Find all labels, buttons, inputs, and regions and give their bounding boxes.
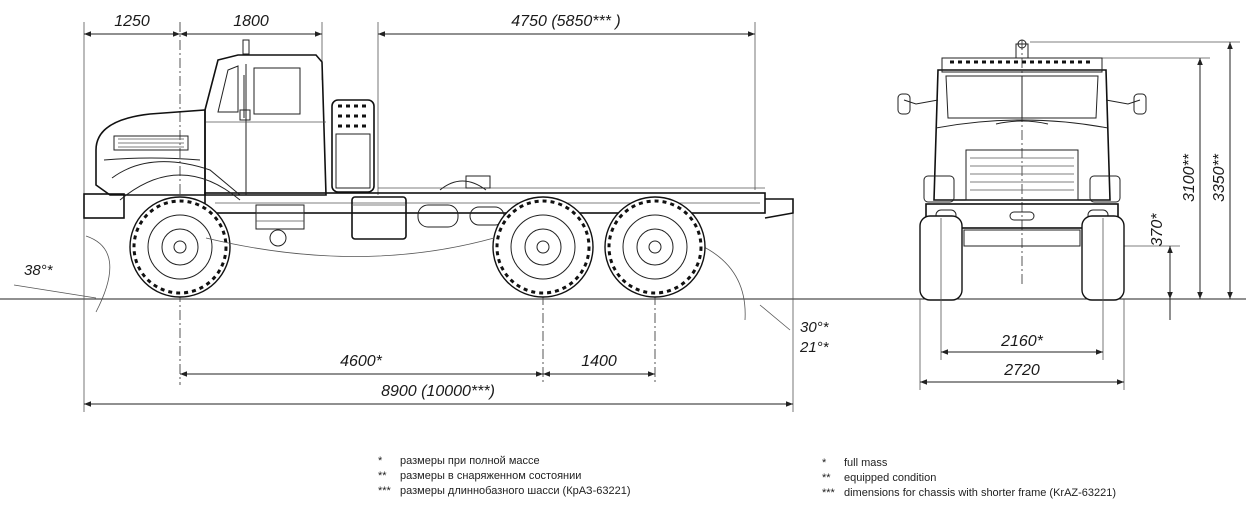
- note-en-1: *full mass: [822, 457, 888, 469]
- dim-height-2: 3350**: [1211, 153, 1228, 202]
- wheel-front: [129, 196, 231, 298]
- notes-russian: *размеры при полной массе **размеры в сн…: [378, 454, 631, 499]
- note-ru-2: **размеры в снаряженном состоянии: [378, 470, 582, 482]
- angle-departure-2: 21°*: [799, 339, 830, 356]
- note-en-3: ***dimensions for chassis with shorter f…: [822, 487, 1117, 499]
- dim-cab-length: 1800: [233, 13, 269, 30]
- dim-height-1: 3100**: [1181, 153, 1198, 202]
- dim-overall-length: 8900 (10000***): [381, 383, 495, 400]
- note-en-2: **equipped condition: [822, 472, 937, 484]
- dim-wheelbase-rear: 1400: [581, 353, 617, 370]
- dim-ground-clearance: 370*: [1149, 213, 1166, 247]
- dim-wheelbase-front: 4600*: [340, 353, 383, 370]
- dim-platform: 4750 (5850*** ): [511, 13, 620, 30]
- wheel-rear-2: [604, 196, 706, 298]
- angle-approach: 38°*: [24, 262, 54, 279]
- wheel-rear-1: [492, 196, 594, 298]
- notes-english: *full mass **equipped condition ***dimen…: [822, 456, 1116, 501]
- dim-overall-width: 2720: [1003, 362, 1040, 379]
- dim-front-overhang: 1250: [114, 13, 150, 30]
- dim-track: 2160*: [1000, 333, 1044, 350]
- note-ru-3: ***размеры длиннобазного шасси (КрАЗ-632…: [378, 485, 631, 497]
- front-view: [897, 39, 1240, 390]
- angle-departure-1: 30°*: [800, 319, 830, 336]
- side-view: [13, 22, 794, 412]
- note-ru-1: *размеры при полной массе: [378, 455, 540, 467]
